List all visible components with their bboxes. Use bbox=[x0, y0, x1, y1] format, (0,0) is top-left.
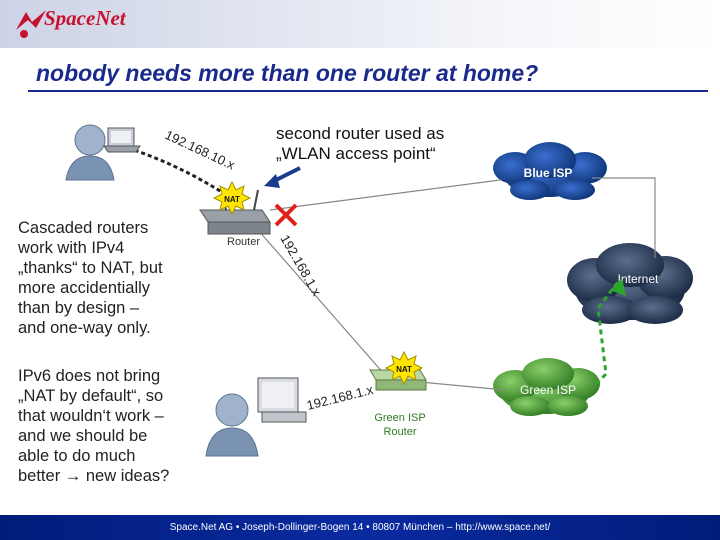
nat-label: NAT bbox=[224, 195, 240, 204]
footer-text: Space.Net AG • Joseph-Dollinger-Bogen 14… bbox=[169, 522, 551, 533]
page-title: nobody needs more than one router at hom… bbox=[36, 60, 539, 86]
paragraph2-line: better → new ideas? bbox=[18, 466, 169, 486]
better-text: better → new ideas? bbox=[18, 467, 170, 485]
green-isp-label: Green ISP bbox=[520, 383, 576, 397]
paragraph-cascaded-routers: Cascaded routers work with IPv4 „thanks“… bbox=[18, 218, 163, 338]
link-green-router-green-isp bbox=[419, 381, 506, 391]
nat-burst-icon bbox=[212, 180, 252, 216]
title-divider bbox=[28, 90, 708, 92]
paragraph1-line: Cascaded routers bbox=[18, 219, 149, 237]
footer-bar: Space.Net AG • Joseph-Dollinger-Bogen 14… bbox=[0, 515, 720, 540]
arrow-head bbox=[610, 278, 626, 296]
ip-bottom-label: 192.168.1.x bbox=[305, 382, 375, 413]
link-green-isp-internet bbox=[594, 281, 620, 386]
internet-cloud bbox=[567, 243, 693, 324]
paragraph2-line: „NAT by default“, so bbox=[18, 387, 164, 405]
router-label: Router bbox=[227, 236, 260, 248]
callout-line-1: second router used as bbox=[276, 124, 445, 143]
paragraph-ipv6: IPv6 does not bring „NAT by default“, so… bbox=[18, 366, 169, 486]
paragraph2-line: and we should be bbox=[18, 427, 148, 445]
paragraph1-line: and one-way only. bbox=[18, 319, 151, 337]
nat-burst-icon-2 bbox=[384, 350, 424, 386]
link-router-blue-isp bbox=[269, 179, 501, 211]
green-router-label-1: Green ISP bbox=[374, 412, 425, 424]
callout-line-2: „WLAN access point“ bbox=[276, 144, 436, 163]
paragraph2-line: IPv6 does not bring bbox=[18, 367, 161, 385]
blue-isp-cloud bbox=[493, 142, 607, 200]
callout-text: second router used as „WLAN access point… bbox=[276, 124, 444, 164]
blocked-x-icon bbox=[274, 203, 298, 227]
blue-isp-label: Blue ISP bbox=[524, 166, 573, 180]
callout-arrow-icon bbox=[264, 166, 301, 188]
paragraph1-line: work with IPv4 bbox=[18, 239, 125, 257]
green-router-label-2: Router bbox=[383, 426, 416, 438]
link-blue-isp-internet bbox=[592, 177, 656, 258]
link-router-green-router bbox=[257, 229, 386, 376]
nat-label-2: NAT bbox=[396, 365, 412, 374]
laptop-icon bbox=[103, 127, 141, 153]
internet-label: Internet bbox=[618, 272, 659, 286]
green-isp-cloud bbox=[493, 358, 600, 416]
paragraph2-line: able to do much bbox=[18, 447, 136, 465]
spacenet-logo-icon bbox=[16, 10, 46, 38]
header-bar: SpaceNet bbox=[0, 0, 720, 48]
paragraph1-line: than by design – bbox=[18, 299, 140, 317]
ip-middle-label: 192.168.1.x bbox=[277, 232, 324, 299]
user-bottom-icon bbox=[205, 393, 259, 457]
paragraph1-line: „thanks“ to NAT, but bbox=[18, 259, 163, 277]
router-icon bbox=[199, 189, 271, 235]
logo-text: SpaceNet bbox=[44, 6, 126, 30]
user-top-icon bbox=[65, 124, 115, 181]
wlan-link bbox=[127, 146, 229, 198]
paragraph1-line: more accidentially bbox=[18, 279, 151, 297]
desktop-pc-icon bbox=[257, 377, 307, 423]
paragraph2-line: that wouldn‘t work – bbox=[18, 407, 164, 425]
